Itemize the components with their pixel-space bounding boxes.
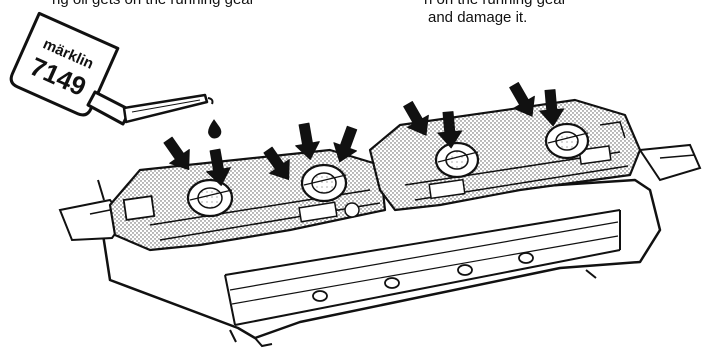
wheel-4	[546, 124, 588, 158]
oil-drop	[209, 120, 221, 138]
wheel-3	[436, 143, 478, 177]
wheel-1	[188, 180, 232, 216]
oil-bottle: märklin 7149	[8, 13, 212, 124]
wheel-2	[302, 165, 346, 201]
